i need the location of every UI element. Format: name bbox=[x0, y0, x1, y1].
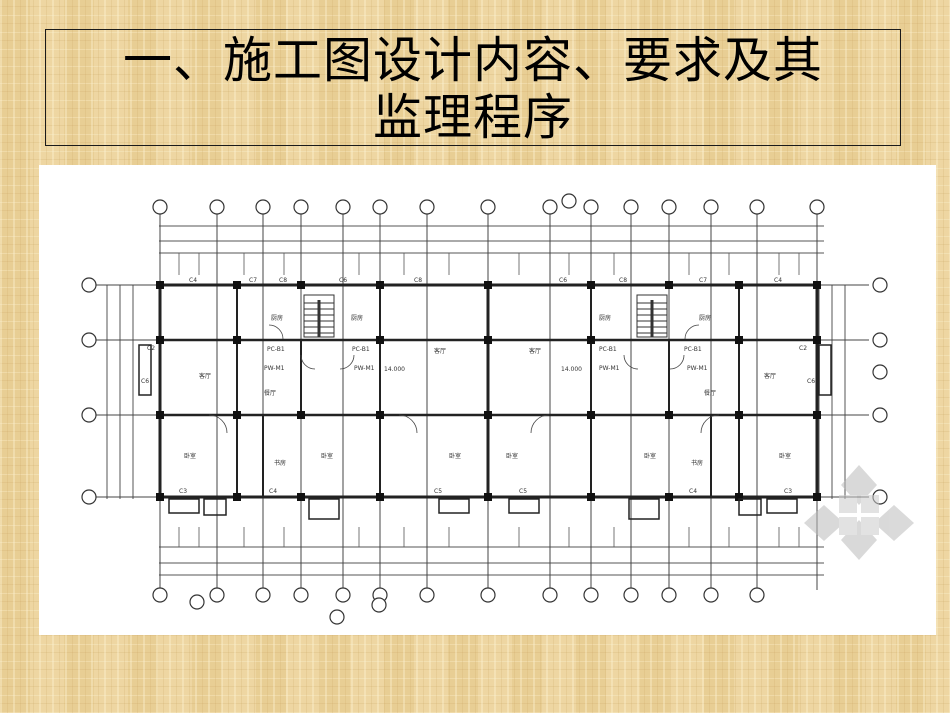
door-label: PC-B1 bbox=[267, 346, 285, 353]
wall-label: PW-M1 bbox=[687, 365, 708, 372]
room-label-living: 客厅 bbox=[434, 347, 446, 355]
room-label-kitchen: 厨房 bbox=[271, 314, 283, 322]
room-label-study: 书房 bbox=[691, 459, 703, 467]
elevation-mark: 14.000 bbox=[384, 366, 405, 373]
window-label: C6 bbox=[339, 277, 347, 284]
room-label-bedroom: 卧室 bbox=[506, 452, 518, 460]
watermark-logo-icon bbox=[804, 465, 914, 560]
slide-title-box: 一、施工图设计内容、要求及其 监理程序 bbox=[45, 29, 901, 146]
room-label-living: 客厅 bbox=[529, 347, 541, 355]
room-label-bedroom: 卧室 bbox=[644, 452, 656, 460]
door-label: PC-B1 bbox=[684, 346, 702, 353]
window-label: C3 bbox=[179, 488, 187, 495]
room-label-bedroom: 卧室 bbox=[779, 452, 791, 460]
room-label-dining: 餐厅 bbox=[264, 389, 276, 397]
window-label: C7 bbox=[699, 277, 707, 284]
window-label: C8 bbox=[279, 277, 287, 284]
elevation-mark: 14.000 bbox=[561, 366, 582, 373]
door-label: PC-B1 bbox=[599, 346, 617, 353]
window-label: C7 bbox=[249, 277, 257, 284]
floor-plan-drawing: C4 C7 C8 C6 C8 C6 C8 C7 C4 C3 C4 C5 C5 C… bbox=[81, 193, 914, 625]
window-label: C6 bbox=[559, 277, 567, 284]
door-label: PC-B1 bbox=[352, 346, 370, 353]
side-label: C6 bbox=[141, 378, 149, 385]
room-label-bedroom: 卧室 bbox=[449, 452, 461, 460]
room-label-kitchen: 厨房 bbox=[699, 314, 711, 322]
floor-plan-image: C4 C7 C8 C6 C8 C6 C8 C7 C4 C3 C4 C5 C5 C… bbox=[39, 165, 936, 635]
window-label: C4 bbox=[269, 488, 277, 495]
room-label-bedroom: 卧室 bbox=[321, 452, 333, 460]
slide-title-line-1: 一、施工图设计内容、要求及其 bbox=[122, 32, 823, 89]
window-label: C5 bbox=[519, 488, 527, 495]
room-label-living: 客厅 bbox=[764, 372, 776, 380]
wall-label: PW-M1 bbox=[354, 365, 375, 372]
room-label-kitchen: 厨房 bbox=[599, 314, 611, 322]
room-label-bedroom: 卧室 bbox=[184, 452, 196, 460]
window-label: C3 bbox=[784, 488, 792, 495]
side-label: C6 bbox=[807, 378, 815, 385]
window-label: C5 bbox=[434, 488, 442, 495]
side-label: C2 bbox=[799, 345, 807, 352]
room-label-study: 书房 bbox=[274, 459, 286, 467]
room-label-dining: 餐厅 bbox=[704, 389, 716, 397]
window-label: C4 bbox=[774, 277, 782, 284]
room-label-kitchen: 厨房 bbox=[351, 314, 363, 322]
room-label-living: 客厅 bbox=[199, 372, 211, 380]
window-label: C8 bbox=[619, 277, 627, 284]
window-label: C8 bbox=[414, 277, 422, 284]
wall-label: PW-M1 bbox=[599, 365, 620, 372]
slide-title-line-2: 监理程序 bbox=[372, 89, 573, 146]
window-label: C4 bbox=[189, 277, 197, 284]
side-label: C2 bbox=[147, 345, 155, 352]
wall-label: PW-M1 bbox=[264, 365, 285, 372]
window-label: C4 bbox=[689, 488, 697, 495]
